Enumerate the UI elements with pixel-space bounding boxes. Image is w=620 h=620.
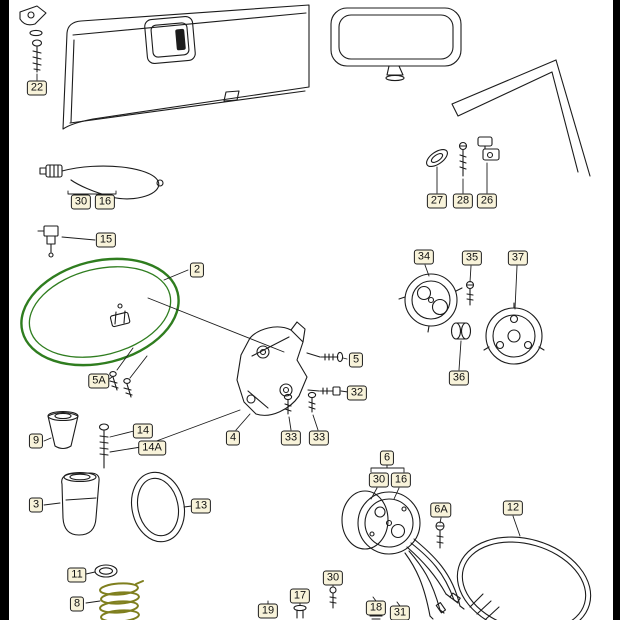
part-label-30-32[interactable]: 30 <box>322 570 344 586</box>
assembly-lines <box>116 297 285 447</box>
part-label-14-6[interactable]: 14 <box>132 423 154 439</box>
mirror-cable-drawing <box>39 164 164 200</box>
part-label-37-23[interactable]: 37 <box>507 250 529 266</box>
part-label-27-18[interactable]: 27 <box>426 193 448 209</box>
fasteners-5-32-33-drawing <box>283 351 344 415</box>
part-label-13-10[interactable]: 13 <box>190 498 212 514</box>
seal-inner-clip-drawing <box>109 303 131 328</box>
spring-8-drawing <box>99 580 144 620</box>
part-label-6-25[interactable]: 6 <box>379 450 395 466</box>
part-label-9-8[interactable]: 9 <box>28 433 44 449</box>
mirror-seal-2-drawing <box>20 257 180 367</box>
mirror-base-3-drawing <box>61 471 100 536</box>
leader-lines <box>36 73 521 607</box>
part-label-32-17[interactable]: 32 <box>346 385 368 401</box>
part-label-14a-7[interactable]: 14A <box>138 440 166 456</box>
part-label-16-27[interactable]: 16 <box>390 472 412 488</box>
ring-11-drawing <box>94 564 118 578</box>
clip-and-screw-22-drawing <box>19 5 47 73</box>
interior-mirror-drawing <box>330 7 462 82</box>
part-label-30-26[interactable]: 30 <box>368 472 390 488</box>
part-label-4-13[interactable]: 4 <box>225 430 241 446</box>
trim-parts-26-27-28-drawing <box>426 136 500 177</box>
actuator-parts-34-37-drawing <box>398 273 545 365</box>
part-label-2-4[interactable]: 2 <box>189 262 205 278</box>
part-label-31-34[interactable]: 31 <box>389 605 411 620</box>
part-label-16-2[interactable]: 16 <box>94 194 116 210</box>
pivot-parts-9-14-drawing <box>47 410 110 469</box>
right-edge-bar <box>613 0 620 620</box>
screws-5a-drawing <box>109 371 133 398</box>
mirror-glass-12-drawing <box>456 536 592 620</box>
left-edge-bar <box>0 0 9 620</box>
part-label-28-19[interactable]: 28 <box>452 193 474 209</box>
part-label-11-11[interactable]: 11 <box>67 567 87 583</box>
part-label-33-14[interactable]: 33 <box>280 430 302 446</box>
part-label-26-20[interactable]: 26 <box>476 193 498 209</box>
part-label-8-12[interactable]: 8 <box>69 596 85 612</box>
window-frame-drawing <box>451 59 591 177</box>
part-label-30-1[interactable]: 30 <box>70 194 92 210</box>
part-label-36-24[interactable]: 36 <box>448 370 470 386</box>
part-label-12-29[interactable]: 12 <box>502 500 524 516</box>
door-panel-drawing <box>62 4 310 130</box>
part-label-17-31[interactable]: 17 <box>289 588 311 604</box>
gasket-13-drawing <box>130 471 186 543</box>
part-label-18-33[interactable]: 18 <box>365 600 387 616</box>
motor-6-drawing <box>341 490 465 620</box>
part-label-34-21[interactable]: 34 <box>413 249 435 265</box>
part-label-22-0[interactable]: 22 <box>26 80 48 96</box>
part-label-19-30[interactable]: 19 <box>257 603 279 619</box>
part-label-3-9[interactable]: 3 <box>28 497 44 513</box>
part-label-5a-5[interactable]: 5A <box>88 373 110 389</box>
part-label-6a-28[interactable]: 6A <box>430 502 452 518</box>
part-label-5-16[interactable]: 5 <box>348 352 364 368</box>
connector-15-drawing <box>37 225 59 258</box>
part-label-15-3[interactable]: 15 <box>95 232 117 248</box>
part-label-35-22[interactable]: 35 <box>461 250 483 266</box>
part-label-33-15[interactable]: 33 <box>308 430 330 446</box>
